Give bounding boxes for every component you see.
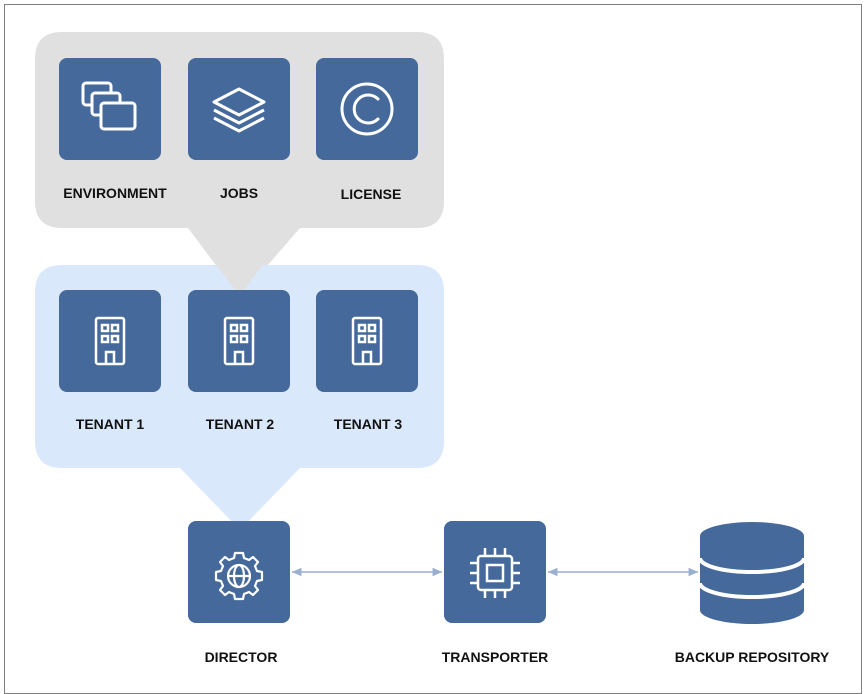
cpu-chip-icon: [470, 548, 520, 598]
transporter-label: TRANSPORTER: [441, 649, 549, 665]
building-icon: [351, 316, 383, 366]
tenant-2[interactable]: [188, 290, 290, 392]
feature-environment[interactable]: [59, 58, 161, 160]
feature-pointer: [206, 252, 272, 296]
backup-repository-node[interactable]: [698, 522, 806, 624]
database-icon: [698, 522, 806, 624]
feature-license[interactable]: [316, 58, 418, 160]
director-label: DIRECTOR: [204, 649, 278, 665]
feature-label-license: LICENSE: [340, 186, 402, 202]
building-icon: [223, 316, 255, 366]
tenant-3[interactable]: [316, 290, 418, 392]
transporter-node[interactable]: [444, 521, 546, 623]
tenant-label-2: TENANT 2: [205, 416, 275, 432]
tenant-1[interactable]: [59, 290, 161, 392]
feature-label-jobs: JOBS: [219, 185, 259, 201]
tenant-label-3: TENANT 3: [333, 416, 403, 432]
director-node[interactable]: [188, 521, 290, 623]
gear-globe-icon: [214, 551, 264, 601]
feature-label-environment: ENVIRONMENT: [63, 185, 167, 201]
backup-repository-label: BACKUP REPOSITORY: [674, 649, 830, 665]
layers-icon: [212, 87, 266, 133]
tenant-label-1: TENANT 1: [75, 416, 145, 432]
feature-jobs[interactable]: [188, 58, 290, 160]
copyright-icon: [340, 82, 394, 136]
environment-icon: [81, 81, 137, 131]
building-icon: [94, 316, 126, 366]
